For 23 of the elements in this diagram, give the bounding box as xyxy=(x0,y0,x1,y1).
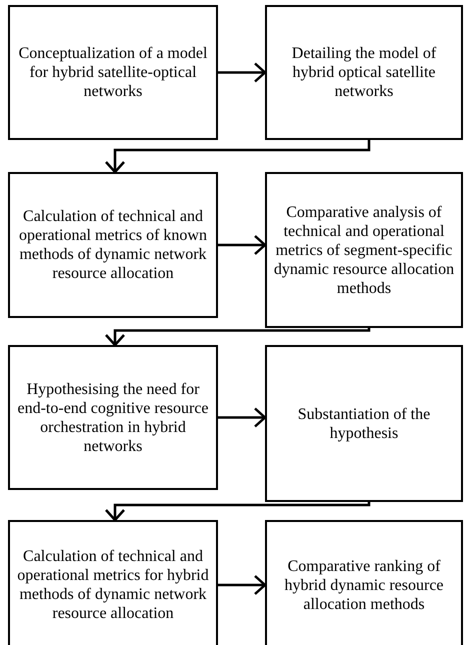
step-text: Hypothesising the need for end-to-end cognitive resource orchestration in hybrid networks xyxy=(16,380,210,456)
arrow xyxy=(218,62,266,83)
process-box xyxy=(8,520,218,645)
arrow xyxy=(104,140,370,174)
step-text: Comparative analysis of technical and operational metrics of segment-specific dynamic resource allocation methods xyxy=(272,202,456,298)
arrow xyxy=(104,502,370,522)
arrow xyxy=(218,574,266,596)
process-box xyxy=(265,172,463,328)
process-box xyxy=(265,520,463,645)
arrow xyxy=(104,328,370,346)
arrow xyxy=(218,407,266,428)
process-box xyxy=(8,172,218,318)
step-text: Comparative ranking of hybrid dynamic resource allocation methods xyxy=(283,556,445,614)
step-text: Conceptualization of a model for hybrid satellite-optical networks xyxy=(18,44,208,101)
step-text: Calculation of technical and operational metrics for hybrid methods of dynamic network resource allocation xyxy=(16,547,210,623)
process-box xyxy=(8,5,218,140)
process-box xyxy=(265,5,463,140)
step-text: Calculation of technical and operational metrics of known methods of dynamic network resource allocation xyxy=(18,207,208,283)
arrow xyxy=(218,234,266,256)
step-text: Detailing the model of hybrid optical satellite networks xyxy=(290,44,438,101)
process-box xyxy=(8,345,218,490)
step-text: Substantiation of the hypothesis xyxy=(296,404,432,442)
process-box xyxy=(265,345,463,502)
